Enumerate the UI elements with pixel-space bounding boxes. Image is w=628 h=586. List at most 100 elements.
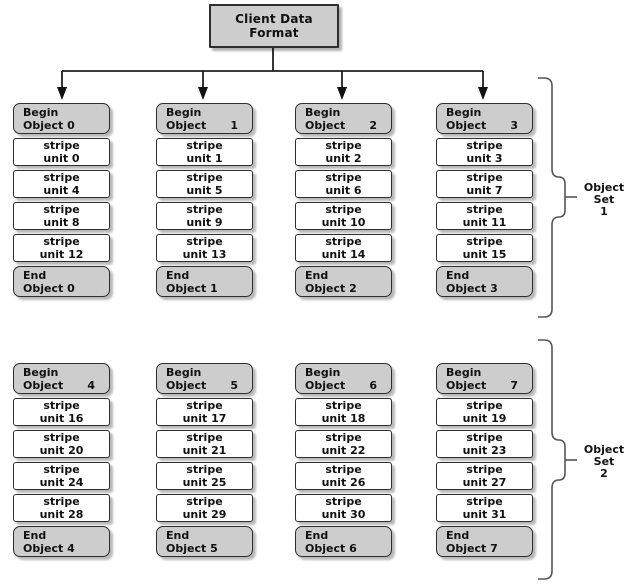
stripe-unit-box: stripe unit 24 [13, 462, 110, 490]
stripe-unit-box: stripe unit 30 [295, 494, 392, 522]
stripe-word: stripe [186, 203, 223, 216]
begin-object-word: Object [446, 378, 487, 392]
stripe-unit-box: stripe unit 2 [295, 138, 392, 166]
stripe-unit-number: unit 24 [39, 476, 84, 489]
stripe-unit-box: stripe unit 1 [156, 138, 253, 166]
down-arrow-icon [478, 87, 488, 100]
begin-label-line2: Object 5 [166, 379, 244, 392]
begin-object-number: 3 [510, 118, 518, 132]
object-column: Begin Object 0 stripe unit 0 stripe unit… [13, 103, 110, 297]
stripe-unit-number: unit 8 [43, 216, 80, 229]
end-label-line1: End [166, 268, 190, 282]
stripe-unit-box: stripe unit 16 [13, 398, 110, 426]
begin-object-box: Begin Object 4 [13, 363, 110, 394]
end-object-box: End Object 1 [156, 266, 253, 297]
stripe-unit-box: stripe unit 10 [295, 202, 392, 230]
stripe-unit-box: stripe unit 28 [13, 494, 110, 522]
begin-label-line2: Object 6 [305, 379, 383, 392]
end-label-line1: End [166, 528, 190, 542]
stripe-word: stripe [466, 203, 503, 216]
stripe-unit-number: unit 6 [325, 184, 362, 197]
stripe-unit-number: unit 18 [321, 412, 366, 425]
down-arrow-icon [57, 87, 67, 100]
stripe-unit-number: unit 29 [182, 508, 227, 521]
begin-object-box: Begin Object 7 [436, 363, 533, 394]
stripe-word: stripe [466, 235, 503, 248]
stripe-unit-box: stripe unit 31 [436, 494, 533, 522]
begin-object-number: 5 [230, 378, 238, 392]
stripe-unit-box: stripe unit 27 [436, 462, 533, 490]
stripe-unit-box: stripe unit 11 [436, 202, 533, 230]
arrowheads [57, 87, 488, 100]
title-line1: Client Data [235, 12, 313, 26]
stripe-word: stripe [325, 139, 362, 152]
down-arrow-icon [198, 87, 208, 100]
stripe-word: stripe [466, 495, 503, 508]
begin-label-line2: Object 4 [23, 379, 101, 392]
stripe-word: stripe [43, 139, 80, 152]
end-label-line1: End [23, 528, 47, 542]
end-object-box: End Object 4 [13, 526, 110, 557]
stripe-unit-number: unit 11 [462, 216, 507, 229]
object-column: Begin Object 7 stripe unit 19 stripe uni… [436, 363, 533, 557]
stripe-word: stripe [43, 171, 80, 184]
stripe-word: stripe [43, 463, 80, 476]
stripe-unit-box: stripe unit 0 [13, 138, 110, 166]
begin-object-number: 6 [369, 378, 377, 392]
object-column: Begin Object 1 stripe unit 1 stripe unit… [156, 103, 253, 297]
stripe-unit-number: unit 3 [466, 152, 503, 165]
stripe-unit-box: stripe unit 12 [13, 234, 110, 262]
stripe-unit-number: unit 4 [43, 184, 80, 197]
begin-label-line2: Object 1 [166, 119, 244, 132]
stripe-unit-number: unit 0 [43, 152, 80, 165]
end-label-line1: End [446, 268, 470, 282]
stripe-unit-box: stripe unit 25 [156, 462, 253, 490]
begin-label-line1: Begin [305, 365, 341, 379]
object-column: Begin Object 4 stripe unit 16 stripe uni… [13, 363, 110, 557]
end-object-box: End Object 6 [295, 526, 392, 557]
stripe-word: stripe [186, 235, 223, 248]
stripe-unit-box: stripe unit 14 [295, 234, 392, 262]
begin-label-line1: Begin [446, 105, 482, 119]
stripe-unit-box: stripe unit 26 [295, 462, 392, 490]
stripe-unit-number: unit 17 [182, 412, 227, 425]
stripe-unit-number: unit 31 [462, 508, 507, 521]
begin-label-line1: Begin [166, 105, 202, 119]
stripe-unit-number: unit 9 [186, 216, 223, 229]
begin-object-box: Begin Object 3 [436, 103, 533, 134]
object-column: Begin Object 6 stripe unit 18 stripe uni… [295, 363, 392, 557]
stripe-word: stripe [43, 235, 80, 248]
begin-object-number: 1 [230, 118, 238, 132]
end-label-line2: Object 7 [446, 541, 498, 555]
stripe-unit-box: stripe unit 17 [156, 398, 253, 426]
stripe-word: stripe [186, 431, 223, 444]
begin-object-word: Object 0 [23, 118, 75, 132]
object-column: Begin Object 3 stripe unit 3 stripe unit… [436, 103, 533, 297]
stripe-word: stripe [325, 463, 362, 476]
stripe-word: stripe [186, 139, 223, 152]
down-arrow-icon [337, 87, 347, 100]
end-object-box: End Object 5 [156, 526, 253, 557]
begin-object-word: Object [446, 118, 487, 132]
stripe-word: stripe [325, 399, 362, 412]
brace-object-set-2-icon [538, 339, 577, 580]
stripe-word: stripe [466, 139, 503, 152]
stripe-word: stripe [466, 463, 503, 476]
stripe-unit-number: unit 20 [39, 444, 84, 457]
stripe-unit-number: unit 30 [321, 508, 366, 521]
stripe-unit-box: stripe unit 7 [436, 170, 533, 198]
stripe-word: stripe [325, 171, 362, 184]
stripe-unit-number: unit 16 [39, 412, 84, 425]
begin-label-line2: Object 0 [23, 119, 101, 132]
begin-object-word: Object [305, 118, 346, 132]
end-label-line1: End [305, 528, 329, 542]
begin-label-line1: Begin [23, 365, 59, 379]
stripe-word: stripe [43, 399, 80, 412]
begin-label-line2: Object 3 [446, 119, 524, 132]
stripe-unit-box: stripe unit 23 [436, 430, 533, 458]
begin-object-box: Begin Object 5 [156, 363, 253, 394]
end-label-line2: Object 2 [305, 281, 357, 295]
begin-object-word: Object [166, 118, 207, 132]
stripe-unit-number: unit 13 [182, 248, 227, 261]
